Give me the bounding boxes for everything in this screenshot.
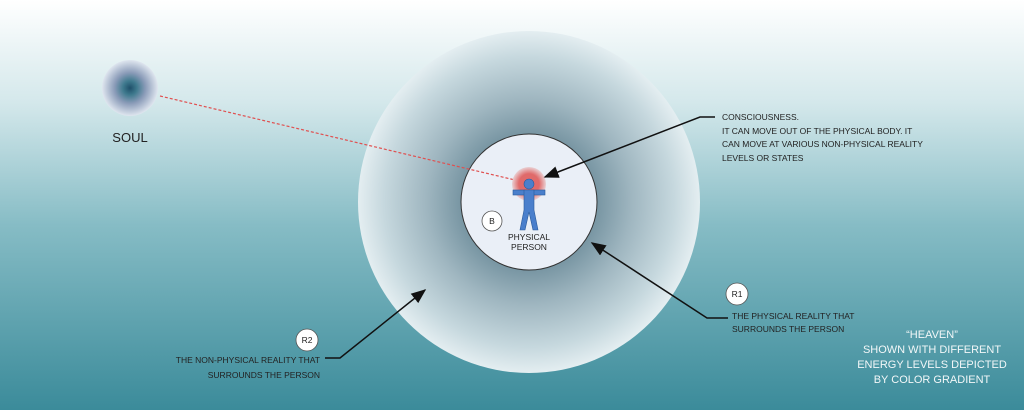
r2-arrow (325, 289, 427, 359)
r1-arrow (590, 242, 728, 319)
soul-label: SOUL (112, 130, 147, 145)
heaven-title: “HEAVEN” (906, 329, 958, 341)
badge-r2-label: R2 (302, 335, 313, 345)
r2-line2: SURROUNDS THE PERSON (208, 370, 320, 380)
consciousness-arrow (543, 116, 715, 178)
person-figure-icon (512, 178, 546, 231)
consciousness-line3: CAN MOVE AT VARIOUS NON-PHYSICAL REALITY (722, 139, 923, 149)
heaven-line2: SHOWN WITH DIFFERENT (863, 344, 1001, 356)
person-label-line2: PERSON (511, 242, 547, 252)
consciousness-line1: CONSCIOUSNESS. (722, 112, 799, 122)
r1-line1: THE PHYSICAL REALITY THAT (732, 311, 855, 321)
badge-r1 (725, 282, 749, 306)
r2-line1: THE NON-PHYSICAL REALITY THAT (176, 355, 320, 365)
r1-line2: SURROUNDS THE PERSON (732, 324, 844, 334)
consciousness-line2: IT CAN MOVE OUT OF THE PHYSICAL BODY. IT (722, 126, 912, 136)
soul-orb (102, 60, 158, 116)
soul-connection-line (159, 95, 516, 181)
badge-b (481, 210, 503, 232)
consciousness-line4: LEVELS OR STATES (722, 153, 804, 163)
person-label-line1: PHYSICAL (508, 232, 550, 242)
badge-b-label: B (489, 216, 495, 226)
badge-r1-label: R1 (732, 289, 743, 299)
heaven-line4: BY COLOR GRADIENT (874, 374, 991, 386)
badge-r2 (295, 328, 319, 352)
heaven-line3: ENERGY LEVELS DEPICTED (857, 359, 1007, 371)
